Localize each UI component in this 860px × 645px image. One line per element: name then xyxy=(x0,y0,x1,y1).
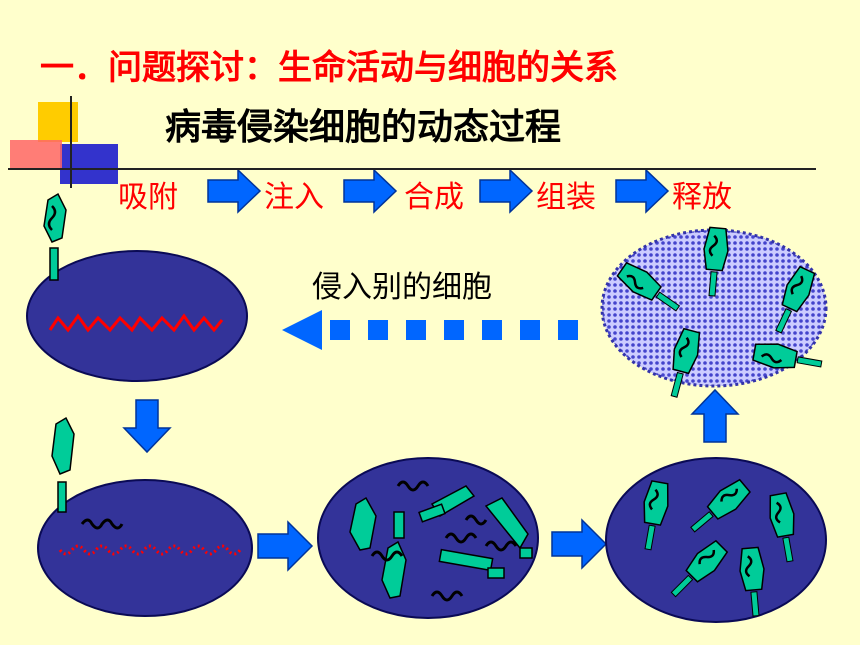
up-arrow xyxy=(690,388,740,443)
phage-icon xyxy=(51,416,75,513)
decor-blue-square xyxy=(60,144,118,184)
reinfect-arrow xyxy=(282,310,578,350)
released-phages xyxy=(616,226,823,398)
decor-pink-square xyxy=(10,140,62,170)
cell-adsorption xyxy=(26,250,248,382)
viral-dna xyxy=(370,480,518,602)
page-subtitle: 病毒侵染细胞的动态过程 xyxy=(165,107,562,148)
step-arrow-4 xyxy=(615,168,670,214)
reinfect-label: 侵入别的细胞 xyxy=(312,270,492,305)
decor-vertical-line xyxy=(70,96,72,188)
divider-line xyxy=(8,168,816,170)
right-arrow-2 xyxy=(551,518,608,570)
step-injection: 注入 xyxy=(264,180,324,215)
decor-yellow-square xyxy=(38,102,78,142)
assembled-phages xyxy=(643,478,795,617)
cell-synthesis xyxy=(317,457,539,619)
step-adsorption: 吸附 xyxy=(118,180,178,215)
right-arrow-1 xyxy=(257,520,314,572)
host-dna xyxy=(58,544,242,556)
step-arrow-2 xyxy=(343,168,398,214)
phage-parts xyxy=(349,485,533,599)
step-synthesis: 合成 xyxy=(404,180,464,215)
step-arrow-3 xyxy=(479,168,534,214)
down-arrow xyxy=(122,399,172,454)
phage-icon xyxy=(43,192,67,281)
step-release: 释放 xyxy=(672,180,732,215)
step-arrow-1 xyxy=(207,168,262,214)
page-title: 一．问题探讨：生命活动与细胞的关系 xyxy=(40,48,618,88)
step-assembly: 组装 xyxy=(536,180,596,215)
viral-dna xyxy=(80,518,124,530)
viral-dna xyxy=(48,313,224,333)
